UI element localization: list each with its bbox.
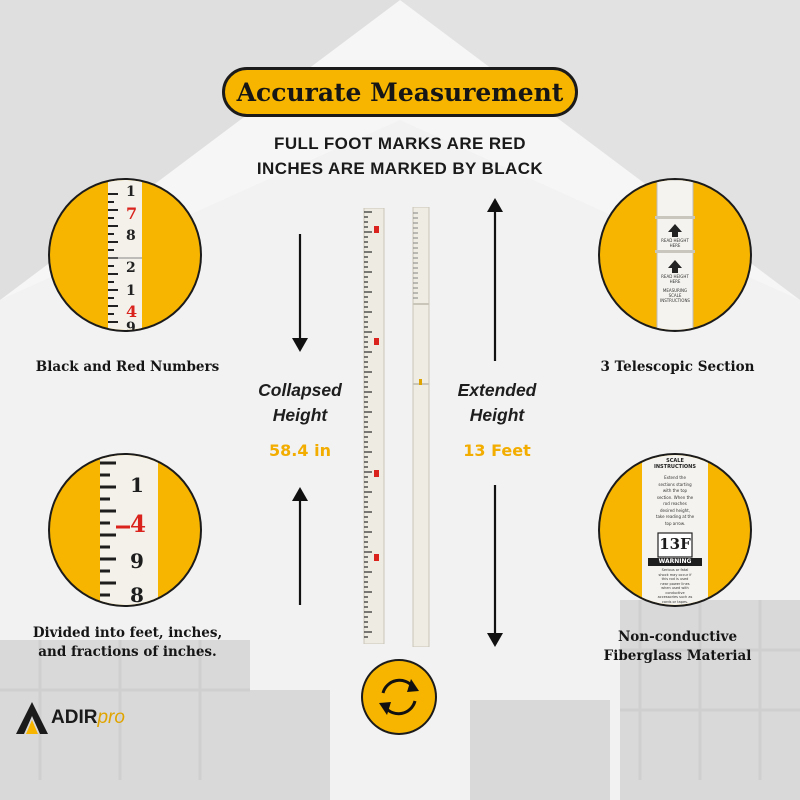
instruction-line: desired height, [659,507,691,513]
instruction-line: rod reaches [663,501,687,506]
scale-instructions-body: Extend the sections starting with the to… [644,475,706,527]
ruler-digit: 1 [130,473,144,497]
ruler-digit: 8 [126,228,136,244]
label-line: Extended [457,380,537,400]
extended-height-value: 13 Feet [463,441,531,460]
extended-height-label: Extended Height [432,378,562,428]
ruler-rod-back [412,207,430,647]
feature-caption-telescopic: 3 Telescopic Section [600,359,755,375]
rod-red-mark [374,226,379,233]
down-arrow-icon [292,234,308,352]
instruction-line: sections starting [658,481,692,487]
read-height-line: READ HEIGHT [661,238,689,243]
instruction-line: with the top [662,488,688,493]
read-height-line: HERE [669,279,681,284]
warning-line: accessories such as [657,595,693,599]
ruler-closeup-image [108,180,142,330]
label-line: Height [469,405,525,425]
collapsed-height-label: Collapsed Height [235,378,365,428]
caption-line: and fractions of inches. [38,644,217,660]
warning-line: cords or tapes. [661,599,689,604]
ruler-digit: 1 [126,283,136,299]
label-line: Height [272,405,328,425]
instruction-line: top arrow. [664,520,686,526]
ruler-digit: 8 [130,583,144,605]
warning-line: shock may occur if [658,572,692,577]
heading-line: SCALE [666,458,684,464]
caption-line: Divided into feet, inches, [32,625,223,641]
logo-bold: ADIR [51,707,98,728]
ruler-red-digit: 4 [130,511,147,538]
read-height-line: HERE [669,243,681,248]
label-line: Collapsed [258,380,342,400]
warning-line: when used with [661,586,689,590]
feature-circle-fiberglass: SCALE INSTRUCTIONS Extend the sections s… [600,455,750,605]
feature-caption-fiberglass: Non-conductive Fiberglass Material [565,628,790,666]
up-arrow-icon [292,487,308,605]
measuring-line: MEASURING [662,288,688,293]
warning-line: near power lines [660,581,690,586]
feature-circle-divisions: 1 4 9 8 [50,455,200,605]
feature-circle-telescopic: READ HEIGHT HERE READ HEIGHT HERE MEASUR… [600,180,750,330]
measuring-line: SCALE [668,293,682,298]
warning-body: Serious or fatal shock may occur if this… [644,568,706,604]
ruler-red-digit: 4 [126,302,138,321]
instruction-line: take reading at the [655,514,695,519]
caption-line: Non-conductive [617,629,738,645]
read-height-label: READ HEIGHT HERE [657,238,693,248]
caption-line: Fiberglass Material [603,648,752,664]
warning-line: Serious or fatal [661,568,689,572]
warning-line: this rod is used [661,577,689,581]
cycle-icon [363,661,435,733]
page-title: Accurate Measurement [222,67,578,117]
instruction-line: section. When the [656,494,694,500]
ruler-digit: 9 [126,320,136,330]
warning-label: WARNING [658,558,692,565]
feature-caption-divisions: Divided into feet, inches, and fractions… [15,624,240,662]
rod-red-mark [374,554,379,561]
refresh-arrows-icon [379,678,419,716]
logo-wordmark: ADIRpro [51,707,125,729]
feature-caption-numbers: Black and Red Numbers [35,359,220,375]
instruction-line: Extend the [664,475,686,480]
heading-line: INSTRUCTIONS [654,464,696,470]
telescopic-sections-image [655,180,695,330]
rod-red-mark [374,470,379,477]
collapsed-height-value: 58.4 in [269,441,331,460]
adirpro-logo-icon [16,702,48,734]
ruler-divisions-image [100,455,158,605]
up-arrow-icon [487,198,503,361]
ruler-digit: 1 [126,184,136,200]
measuring-line: INSTRUCTIONS [660,298,690,303]
fiberglass-label-image [642,455,708,605]
ruler-digit: 9 [130,549,144,573]
scale-instructions-heading: SCALE INSTRUCTIONS [644,458,706,470]
adirpro-logo: ADIRpro [14,700,154,740]
ruler-digit: 2 [126,260,136,276]
feature-circle-numbers: 1 7 8 2 1 4 9 [50,180,200,330]
measuring-scale-label: MEASURING SCALE INSTRUCTIONS [657,288,693,303]
rod-red-mark [374,338,379,345]
ruler-red-digit: 7 [126,204,138,223]
subtitle-line-1: FULL FOOT MARKS ARE RED [274,134,526,153]
ruler-rod-front [363,208,385,644]
warning-line: conductive [665,590,685,595]
read-height-label: READ HEIGHT HERE [657,274,693,284]
down-arrow-icon [487,485,503,647]
read-height-line: READ HEIGHT [661,274,689,279]
subtitle-line-2: INCHES ARE MARKED BY BLACK [256,159,544,178]
thirteen-foot-badge: 13F [659,535,691,553]
logo-italic: pro [97,707,125,728]
